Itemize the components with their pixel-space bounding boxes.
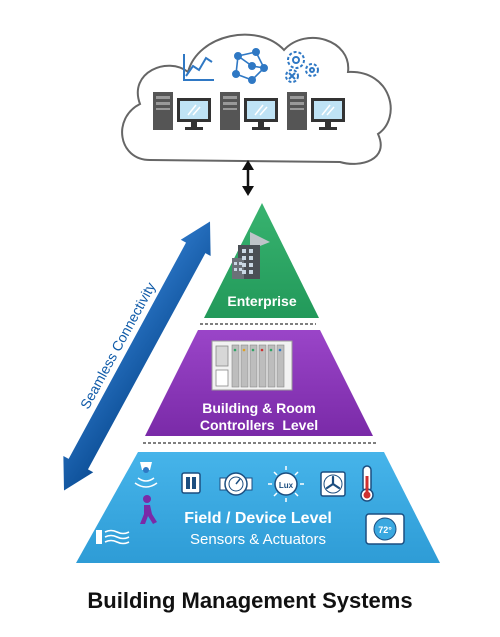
controllers-label-line1: Building & Room xyxy=(202,400,316,416)
enterprise-triangle xyxy=(204,203,319,318)
computer-group-2 xyxy=(220,92,278,130)
monitor-icon xyxy=(311,98,345,130)
computer-server-icon xyxy=(287,92,307,130)
tier-enterprise: Enterprise xyxy=(204,203,319,318)
computer-server-icon xyxy=(220,92,240,130)
tier-controllers: Building & Room Controllers Level xyxy=(145,330,373,436)
controller-panel-icon xyxy=(211,340,293,391)
thermometer-icon xyxy=(360,465,374,502)
cloud xyxy=(121,33,392,165)
computer-server-icon xyxy=(153,92,173,130)
network-graph-icon xyxy=(232,47,268,85)
field-label-line1: Field / Device Level xyxy=(184,510,332,527)
computer-group-3 xyxy=(287,92,345,130)
controllers-label-line2: Controllers Level xyxy=(200,417,318,433)
thermostat-icon: 72° xyxy=(365,513,405,545)
lux-sensor-icon: Lux xyxy=(268,466,304,502)
fan-icon xyxy=(320,471,346,497)
monitor-icon xyxy=(177,98,211,130)
office-building-icon xyxy=(232,232,270,279)
monitor-icon xyxy=(244,98,278,130)
computer-group-1 xyxy=(153,92,211,130)
double-headed-arrow xyxy=(63,221,211,491)
field-label-line2: Sensors & Actuators xyxy=(190,531,326,548)
page-caption: Building Management Systems xyxy=(87,588,413,613)
line-chart-icon xyxy=(183,54,214,81)
airflow-icon xyxy=(96,529,130,545)
cloud-link-arrow xyxy=(242,160,254,196)
walking-person-icon xyxy=(140,495,157,524)
thermostat-reading: 72° xyxy=(378,525,392,535)
lux-label: Lux xyxy=(279,481,294,490)
field-trapezoid xyxy=(76,452,440,563)
motion-sensor-icon xyxy=(134,462,158,488)
tier-field: Lux 72° Field / xyxy=(76,452,440,563)
enterprise-label: Enterprise xyxy=(227,293,296,309)
meter-icon xyxy=(219,472,253,496)
gears-icon xyxy=(285,51,319,83)
light-switch-icon xyxy=(181,472,201,494)
